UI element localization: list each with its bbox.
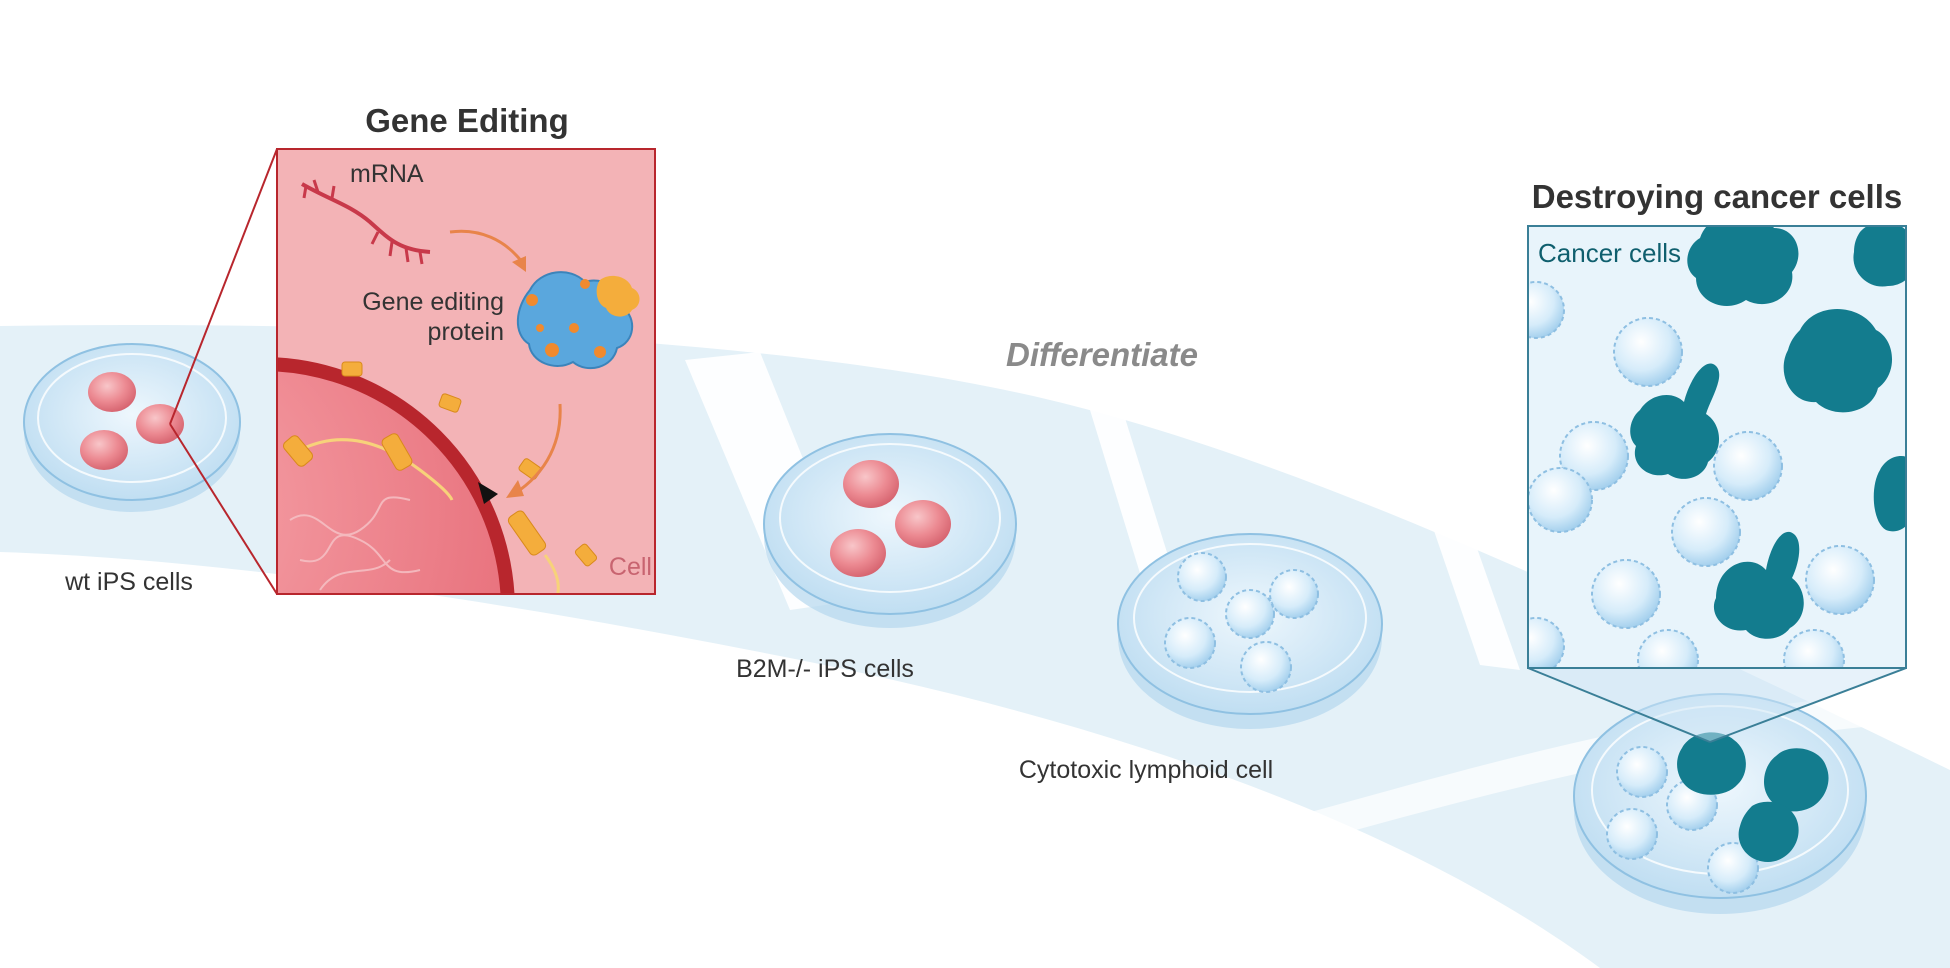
lymphoid-cell: [1616, 746, 1668, 798]
lymphoid-cell: [1783, 629, 1845, 668]
lymphoid-cell: [1606, 808, 1658, 860]
b2m-ips-label: B2M-/- iPS cells: [736, 655, 914, 683]
ips-cell: [843, 460, 899, 508]
cancer-cell: [1783, 309, 1893, 413]
gene-editing-inset: mRNA Gene editing protein Cell: [276, 148, 656, 595]
membrane-channel: [341, 361, 363, 377]
entry-arrow: [513, 403, 562, 496]
lymphoid-cell: [1591, 559, 1661, 629]
cell-membrane: [277, 357, 515, 594]
dna-strands: [289, 496, 421, 591]
lymphoid-cell: [1177, 552, 1227, 602]
cancer-cell-attacked: [1713, 531, 1804, 639]
gene-editing-protein: [516, 271, 640, 370]
translation-arrowhead: [512, 256, 526, 272]
dish-wt-ips: [23, 343, 241, 512]
cancer-cell: [1853, 226, 1906, 287]
cancer-cells-label: Cancer cells: [1538, 238, 1681, 268]
gene-inset-connector: [169, 148, 278, 595]
destroying-cancer-title: Destroying cancer cells: [1532, 178, 1903, 215]
mrna-label: mRNA: [350, 160, 424, 188]
cancer-cell: [1873, 456, 1906, 532]
lymphoid-cell: [1164, 617, 1216, 669]
ips-cell: [830, 529, 886, 577]
ips-cell: [88, 372, 136, 412]
lymphoid-cell: [1269, 569, 1319, 619]
band-stripe: [1420, 490, 1520, 670]
lymphoid-cell: [1637, 629, 1699, 668]
protein-channel: [381, 433, 413, 471]
protein-label-line2: protein: [428, 318, 504, 346]
lymphoid-label: Cytotoxic lymphoid cell: [1019, 756, 1273, 784]
protein-channel: [283, 435, 313, 467]
dish-b2m-ips: [763, 433, 1017, 628]
ips-cell: [80, 430, 128, 470]
lymphoid-cell: [1805, 545, 1875, 615]
cancer-cell: [1687, 226, 1799, 306]
cell-label: Cell: [609, 553, 652, 581]
gene-editing-title: Gene Editing: [365, 102, 569, 139]
lymphoid-cell: [1528, 281, 1565, 339]
lymphoid-cell: [1671, 497, 1741, 567]
protein-channel: [507, 510, 547, 556]
lymphoid-cell: [1528, 617, 1565, 668]
lymphoid-cell: [1613, 317, 1683, 387]
dish-lymphoid: [1117, 533, 1383, 729]
entry-arrowhead: [506, 480, 524, 498]
ips-cell: [136, 404, 184, 444]
lymphoid-cell: [1528, 467, 1593, 533]
cancer-cell-attacked: [1630, 363, 1720, 479]
lymphoid-cell: [1713, 431, 1783, 501]
nuclear-entry-marker: [478, 482, 498, 504]
cancer-inset-connector: [1527, 667, 1907, 743]
cancer-cell: [1677, 732, 1746, 795]
mrna-bases: [302, 179, 424, 265]
lymphoid-cell: [1240, 641, 1292, 693]
membrane-channel: [438, 393, 462, 413]
translation-arrow: [449, 229, 524, 263]
differentiate-label: Differentiate: [1006, 336, 1198, 373]
ips-cell: [895, 500, 951, 548]
cancer-cell: [1738, 801, 1799, 862]
cancer-inset: Cancer cells: [1527, 225, 1907, 669]
dish-cancer: [1573, 693, 1867, 914]
cancer-cell: [1764, 748, 1829, 812]
wt-ips-label: wt iPS cells: [64, 568, 193, 596]
membrane-channel: [574, 543, 598, 567]
lymphoid-cell: [1225, 589, 1275, 639]
protein-label-line1: Gene editing: [362, 288, 504, 316]
lymphoid-cell: [1707, 842, 1759, 894]
mrna-strand: [301, 182, 431, 254]
